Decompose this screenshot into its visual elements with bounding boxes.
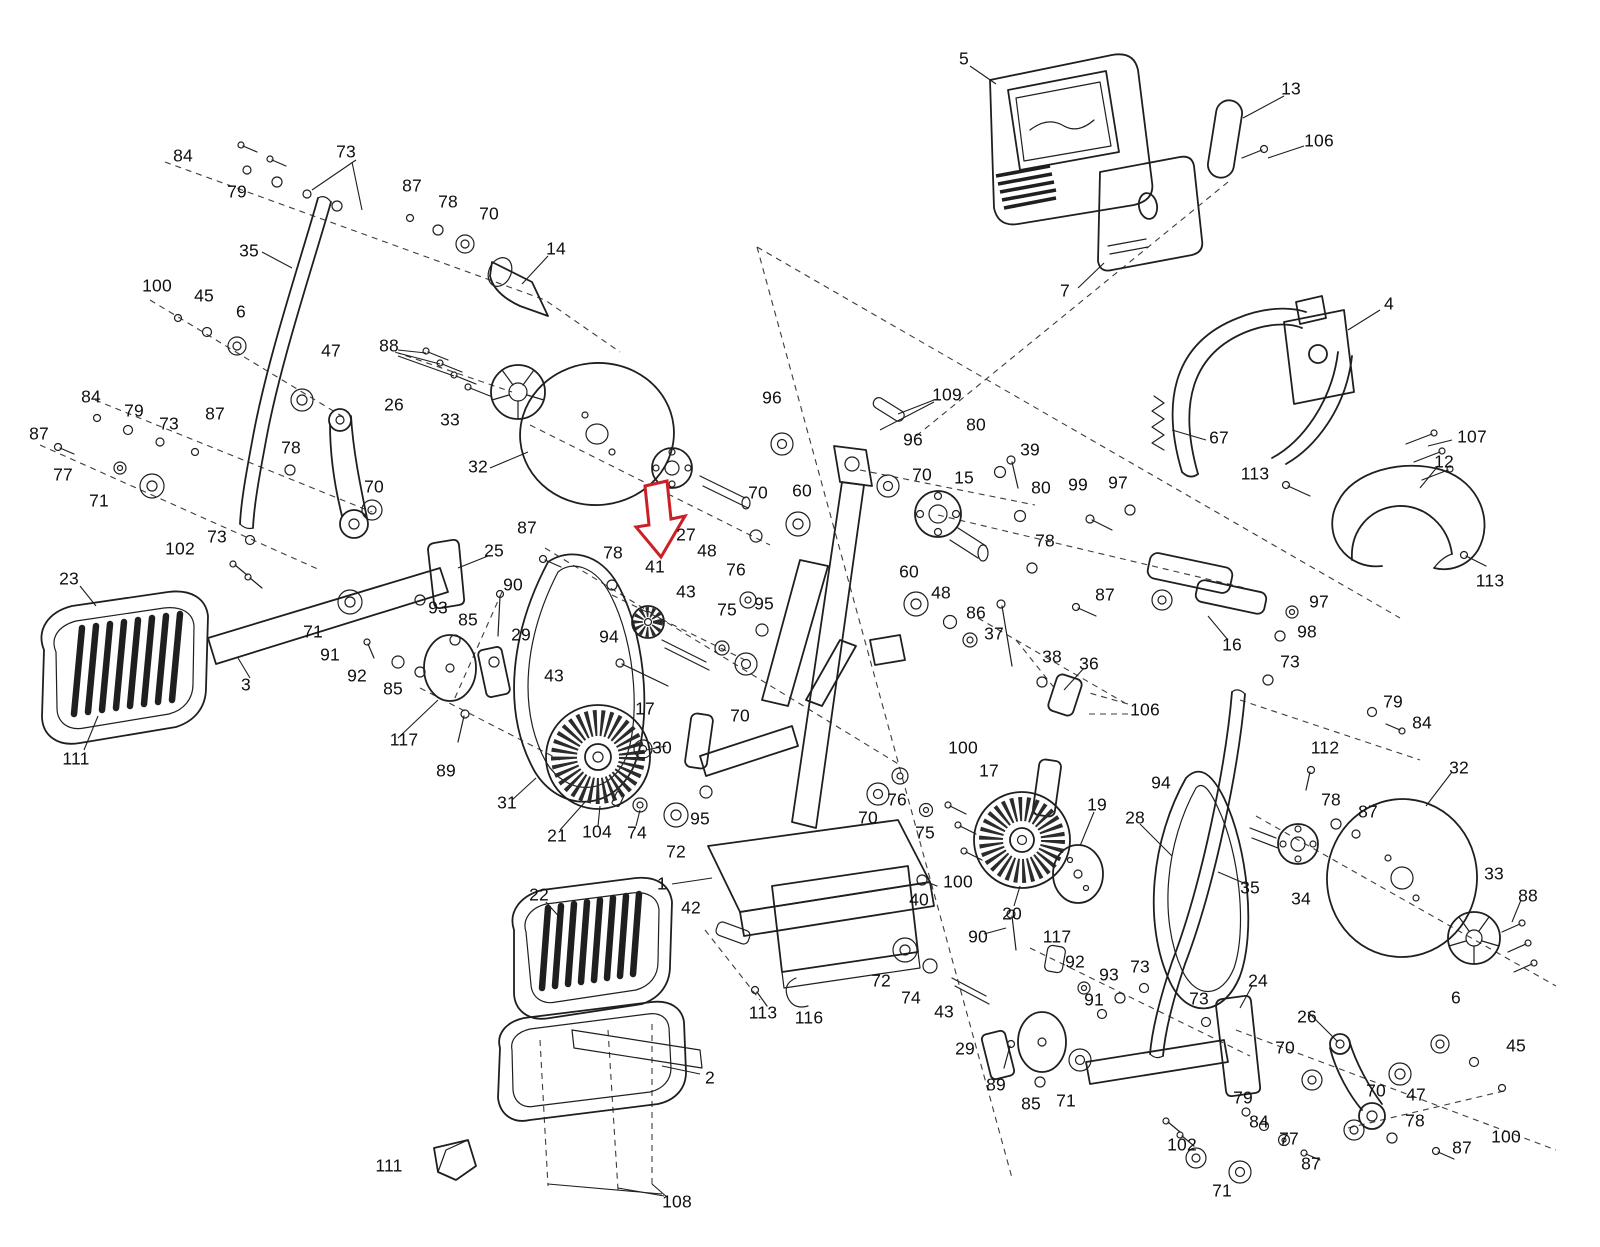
highlight-arrow-part-41: [633, 479, 689, 560]
label-leader-lines: [79, 65, 1522, 1199]
fender-shield: [1331, 464, 1486, 571]
lower-center-hardware: [892, 909, 1212, 1088]
left-pedal-rail: [207, 538, 505, 678]
console-speaker-grille: [995, 164, 1057, 210]
spring: [1151, 395, 1165, 451]
left-crank-arm: [328, 408, 383, 539]
handlebar-post: [1207, 99, 1269, 179]
screws-right-top: [1281, 429, 1487, 567]
roller-bracket-assembly: [1146, 552, 1406, 791]
left-spoked-pulley: [422, 347, 546, 420]
right-spoked-pulley: [1447, 911, 1538, 973]
frame-top-hardware: [749, 397, 1136, 717]
left-fan-flywheel: [545, 704, 713, 828]
assembly-guide-lines: [39, 161, 1557, 1191]
main-frame: [684, 445, 1062, 1008]
left-curved-upright: [239, 196, 332, 530]
bottom-pedal-plate: [497, 1000, 703, 1122]
left-mid-hardware: [53, 413, 296, 589]
drive-belt-right: [1152, 770, 1250, 1010]
handlebar-assembly: [1171, 295, 1355, 478]
left-pedal: [40, 590, 209, 745]
top-left-hardware: [173, 141, 549, 412]
right-pedal-rail: [1085, 994, 1262, 1184]
left-pivot-cluster: [423, 634, 511, 743]
console: [989, 53, 1154, 226]
bottom-wedge: [433, 1139, 477, 1181]
right-fan-flywheel: [866, 767, 1104, 904]
right-curved-upright: [1149, 689, 1246, 1059]
right-crank-arm: [1241, 1033, 1507, 1161]
part-41-bushing: [631, 605, 665, 639]
bottom-pedal: [511, 876, 673, 1020]
console-mount: [1097, 155, 1204, 272]
right-flywheel-disc: [1249, 798, 1478, 958]
crank-cover-part14: [489, 261, 549, 317]
center-axle-hardware: [538, 554, 769, 687]
left-flywheel-disc: [519, 362, 751, 510]
